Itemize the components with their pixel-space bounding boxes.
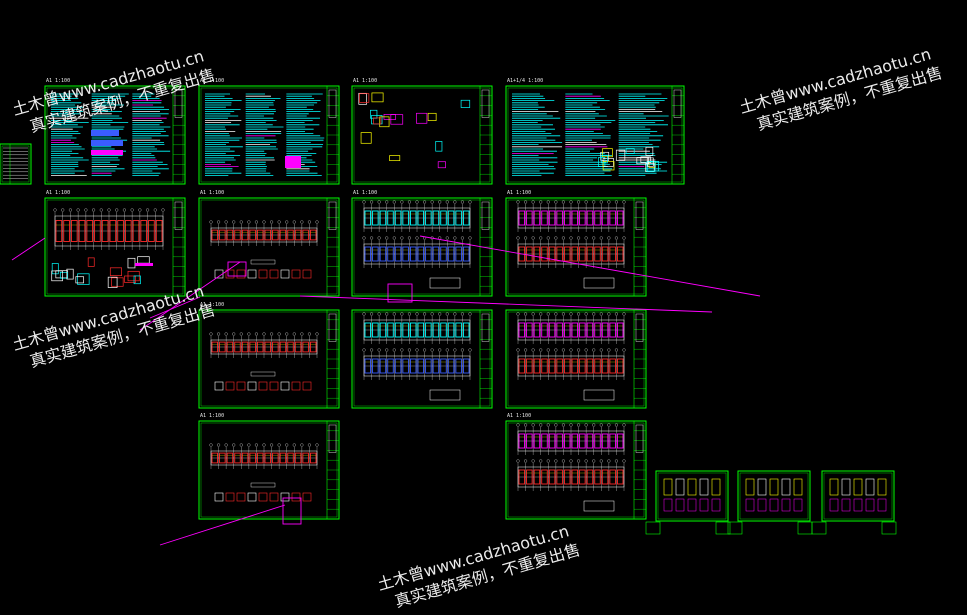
sheet-label: A1 1:100: [507, 413, 532, 419]
leader-line: [11, 237, 46, 261]
sheet-label: A1 1:100: [353, 78, 378, 84]
sheet-label: A1 1:100: [46, 78, 71, 84]
leader-line: [159, 504, 286, 546]
drawing-sheet-plan-magenta[interactable]: [505, 197, 647, 297]
drawing-sheet-small[interactable]: [737, 470, 811, 522]
drawing-sheet-foundation[interactable]: [44, 197, 186, 297]
leader-line: [149, 296, 201, 319]
drawing-sheet-plan-magenta[interactable]: [505, 309, 647, 409]
drawing-sheets: [0, 85, 897, 535]
highlight-box: [387, 283, 413, 303]
highlight-box: [227, 261, 247, 277]
leader-line: [419, 235, 761, 297]
highlight-box: [282, 497, 302, 525]
sheet-label: A1 1:100: [46, 190, 71, 196]
drawing-sheet-plan-red[interactable]: [198, 197, 340, 297]
drawing-sheet-plan-blue[interactable]: [351, 309, 493, 409]
sheet-label: A1 1:100: [200, 413, 225, 419]
sheet-label: A1 1:100: [353, 190, 378, 196]
drawing-sheet-small[interactable]: [655, 470, 729, 522]
leader-line: [139, 261, 241, 331]
cad-model-space[interactable]: [0, 0, 967, 600]
leader-lines: [11, 235, 761, 546]
sheet-label: A1 1:100: [200, 190, 225, 196]
drawing-sheet-index[interactable]: [0, 143, 32, 185]
sheet-label: A1 1:100: [507, 190, 532, 196]
drawing-sheet-plan-magenta[interactable]: [505, 420, 647, 520]
drawing-sheet-notes[interactable]: [505, 85, 685, 185]
drawing-sheet-plan-blue[interactable]: [351, 197, 493, 297]
drawing-sheet-plan-red[interactable]: [198, 309, 340, 409]
drawing-sheet-small[interactable]: [821, 470, 895, 522]
drawing-sheet-notes[interactable]: [44, 85, 186, 185]
drawing-sheet-plan-red[interactable]: [198, 420, 340, 520]
sheet-label: A1 1:100: [200, 78, 225, 84]
drawing-sheet-details[interactable]: [351, 85, 493, 185]
sheet-label: A1 1:100: [200, 302, 225, 308]
sheet-label: A1+1/4 1:100: [507, 78, 544, 84]
drawing-sheet-notes[interactable]: [198, 85, 340, 185]
leader-line: [299, 295, 713, 313]
